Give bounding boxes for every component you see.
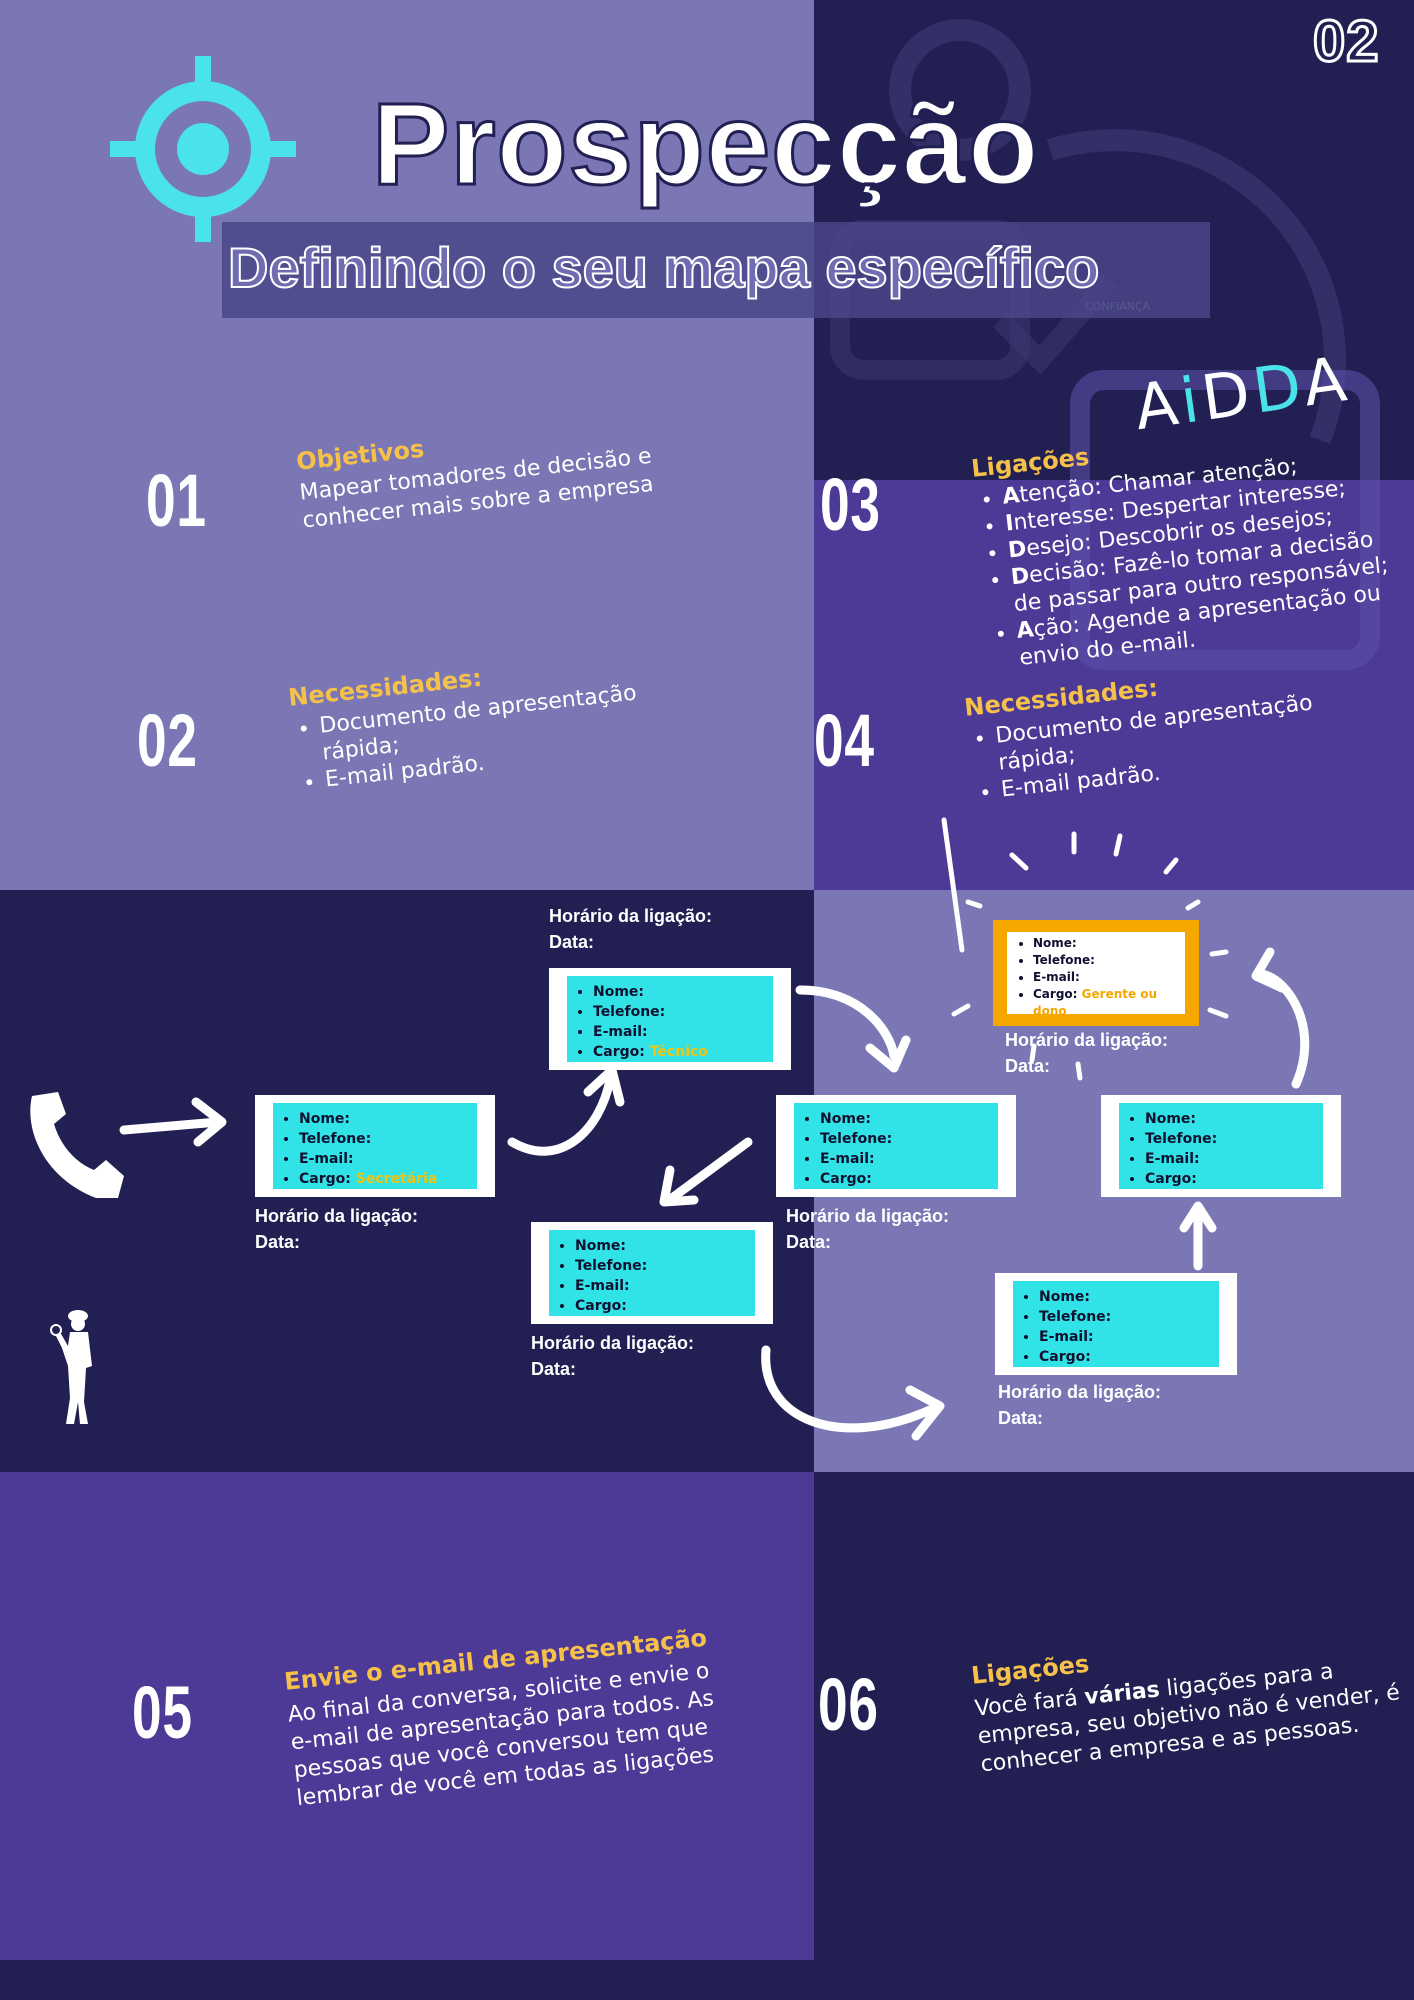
card-field-nome: Nome: xyxy=(593,982,773,1002)
card-field-cargo: Cargo: Secretária xyxy=(299,1169,477,1189)
panel-right-mid xyxy=(814,480,1414,890)
contact-card-7: Nome: Telefone: E-mail: Cargo: xyxy=(1101,1095,1341,1197)
section-number-06: 06 xyxy=(818,1663,879,1746)
contact-card-4: Nome: Telefone: E-mail: Cargo: xyxy=(531,1222,773,1324)
section-number-05: 05 xyxy=(132,1671,193,1754)
panel-bottom-left xyxy=(0,1472,814,1960)
sparkle-lines-decoration xyxy=(941,817,1229,1081)
card-field-telefone: Telefone: xyxy=(1145,1129,1323,1149)
card-6-caption: Horário da ligação: Data: xyxy=(998,1382,1162,1428)
card-3-caption: Horário da ligação: Data: xyxy=(786,1206,950,1252)
page-number: 02 xyxy=(1312,8,1381,76)
section-03: Ligações Atenção: Chamar atenção; Intere… xyxy=(970,411,1411,675)
subtitle-banner xyxy=(222,222,1210,318)
contact-card-3: Nome: Telefone: E-mail: Cargo: xyxy=(776,1095,1016,1197)
card-field-email: E-mail: xyxy=(1039,1327,1219,1347)
card-field-nome: Nome: xyxy=(299,1109,477,1129)
section-number-04: 04 xyxy=(814,699,875,782)
phone-icon xyxy=(30,1092,124,1198)
card-field-nome: Nome: xyxy=(1039,1287,1219,1307)
detective-figure-icon xyxy=(50,1310,92,1424)
card-field-email: E-mail: xyxy=(575,1276,755,1296)
card-field-cargo: Cargo: Técnico xyxy=(593,1042,773,1062)
card-field-email: E-mail: xyxy=(1033,969,1185,986)
card-field-telefone: Telefone: xyxy=(299,1129,477,1149)
flow-arrows xyxy=(119,947,1310,1441)
card-5-caption: Horário da ligação: Data: xyxy=(1005,1030,1169,1076)
card-1-caption: Horário da ligação: Data: xyxy=(255,1206,419,1252)
section-number-02: 02 xyxy=(137,699,198,782)
card-field-email: E-mail: xyxy=(1145,1149,1323,1169)
page-subtitle: Definindo o seu mapa específico xyxy=(227,235,1100,300)
card-field-telefone: Telefone: xyxy=(1039,1307,1219,1327)
card-4-caption: Horário da ligação: Data: xyxy=(531,1333,695,1379)
card-field-telefone: Telefone: xyxy=(593,1002,773,1022)
card-field-nome: Nome: xyxy=(1145,1109,1323,1129)
card-field-cargo: Cargo: xyxy=(1039,1347,1219,1367)
card-field-cargo: Cargo: xyxy=(1145,1169,1323,1189)
crosshair-target-icon xyxy=(110,56,296,242)
contact-card-2: Nome: Telefone: E-mail: Cargo: Técnico xyxy=(549,968,791,1070)
card-2-caption: Horário da ligação: Data: xyxy=(549,906,713,952)
card-field-nome: Nome: xyxy=(820,1109,998,1129)
page-title: Prospecção xyxy=(371,79,1041,209)
card-field-nome: Nome: xyxy=(1033,935,1185,952)
card-field-email: E-mail: xyxy=(820,1149,998,1169)
section-number-03: 03 xyxy=(820,463,881,546)
card-field-telefone: Telefone: xyxy=(575,1256,755,1276)
panel-bottom-right xyxy=(814,1472,1414,2000)
card-field-nome: Nome: xyxy=(575,1236,755,1256)
card-field-telefone: Telefone: xyxy=(820,1129,998,1149)
card-field-telefone: Telefone: xyxy=(1033,952,1185,969)
card-field-cargo: Cargo: Gerente ou dono xyxy=(1033,986,1185,1020)
card-field-email: E-mail: xyxy=(593,1022,773,1042)
card-field-email: E-mail: xyxy=(299,1149,477,1169)
contact-card-5: Nome: Telefone: E-mail: Cargo: Gerente o… xyxy=(993,920,1199,1026)
watermark-text: CONFIANÇA xyxy=(1085,300,1151,313)
contact-card-1: Nome: Telefone: E-mail: Cargo: Secretári… xyxy=(255,1095,495,1197)
card-field-cargo: Cargo: xyxy=(575,1296,755,1316)
contact-card-6: Nome: Telefone: E-mail: Cargo: xyxy=(995,1273,1237,1375)
section-number-01: 01 xyxy=(146,459,207,542)
card-field-cargo: Cargo: xyxy=(820,1169,998,1189)
